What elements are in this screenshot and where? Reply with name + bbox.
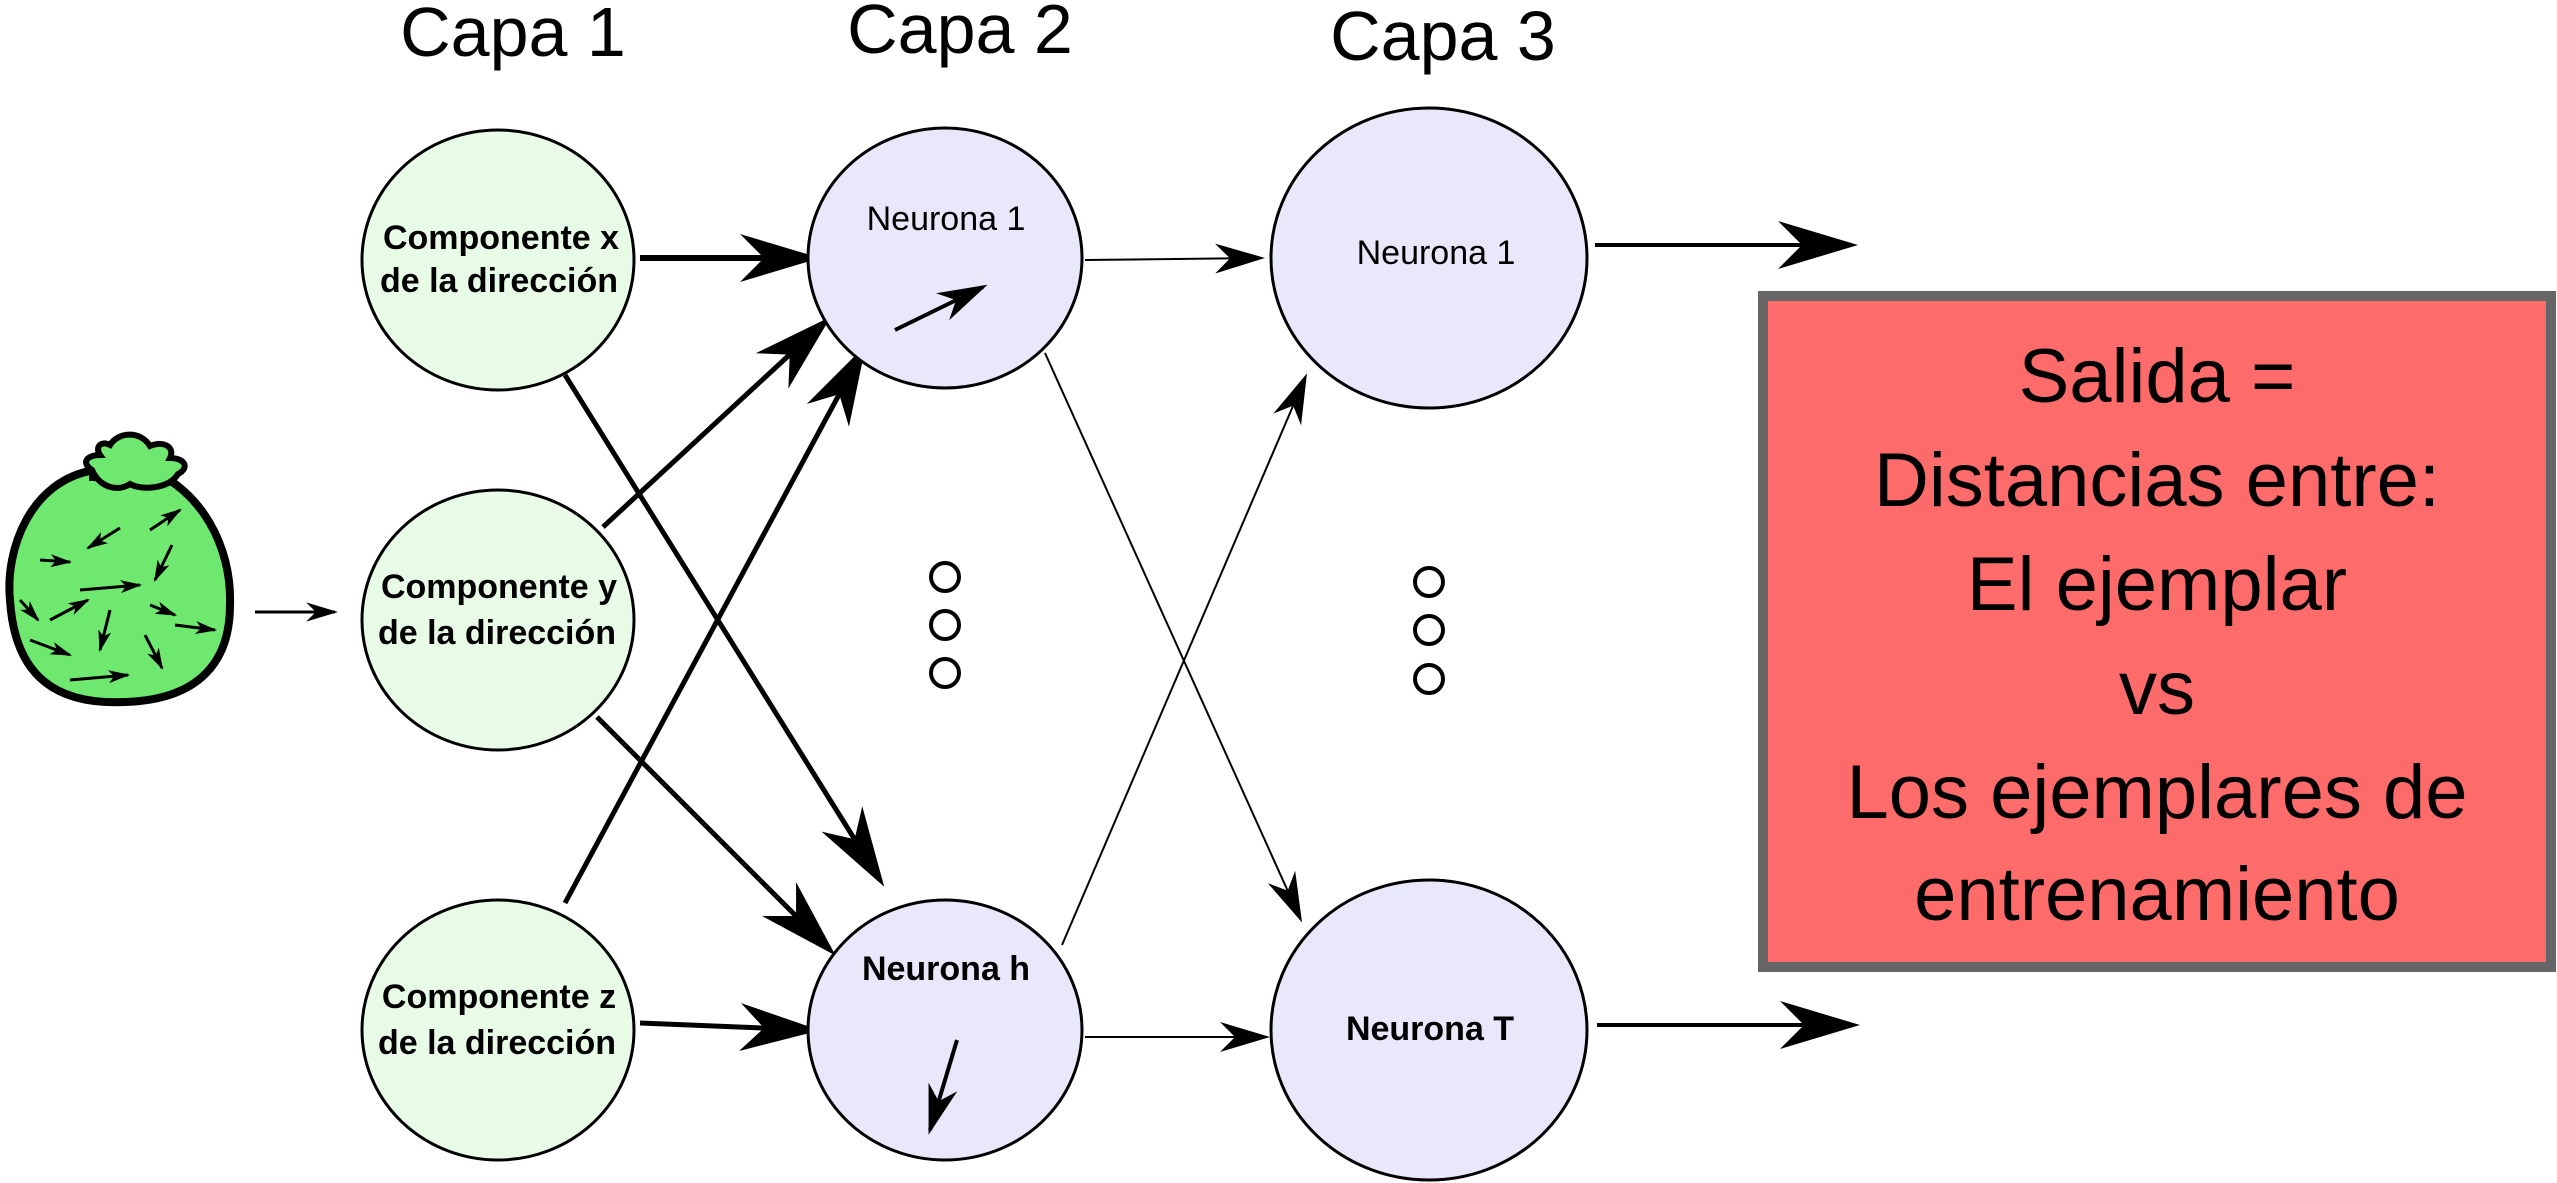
output-box: Salida = Distancias entre: El ejemplar v… <box>1758 291 2556 972</box>
input-node-label: Componente y <box>381 568 617 606</box>
weight-vector-icon <box>894 284 988 332</box>
output-box-line: entrenamiento <box>1914 852 2400 937</box>
output-neuron-label: Neurona T <box>1346 1010 1514 1048</box>
edge-y-to-n1 <box>601 316 831 529</box>
edge-z-to-n1 <box>562 344 866 905</box>
input-node-label: de la dirección <box>378 1024 616 1062</box>
output-box-line: Distancias entre: <box>1874 438 2440 523</box>
layer1-title: Capa 1 <box>400 0 626 71</box>
hidden-neuron-h: Neurona h <box>806 898 1084 1162</box>
bag-arrows-icon <box>18 508 218 684</box>
edge-z-to-nh <box>639 1003 820 1052</box>
edge-nh-to-o1 <box>1061 373 1307 946</box>
hidden-neuron-label: Neurona 1 <box>867 200 1026 238</box>
hidden-neuron-1: Neurona 1 <box>806 126 1084 390</box>
output-box-line: El ejemplar <box>1967 542 2347 627</box>
data-bag-icon <box>5 431 235 707</box>
input-node-x: Componente x de la dirección <box>360 128 636 392</box>
input-node-z: Componente z de la dirección <box>360 898 636 1162</box>
output-neuron-T: Neurona T <box>1269 878 1589 1182</box>
layer3-title: Capa 3 <box>1330 0 1556 75</box>
output-neuron-1: Neurona 1 <box>1269 106 1589 410</box>
input-node-label: de la dirección <box>378 614 616 652</box>
bag-top <box>83 431 188 491</box>
edge-x-to-nh <box>562 373 885 887</box>
hidden-neuron-label: Neurona h <box>862 950 1030 988</box>
edge-n1-to-oT <box>1044 352 1303 923</box>
edge-y-to-nh <box>595 715 836 956</box>
input-node-label: Componente z <box>382 978 616 1016</box>
output-box-line: vs <box>2119 646 2195 731</box>
output-ellipsis <box>1413 566 1445 695</box>
weight-vector-icon <box>928 1039 959 1135</box>
output-box-line: Salida = <box>2019 334 2296 419</box>
output-neuron-label: Neurona 1 <box>1357 234 1516 272</box>
input-node-y: Componente y de la dirección <box>360 488 636 752</box>
input-node-label: Componente x <box>383 219 619 257</box>
output-box-line: Los ejemplares de <box>1846 750 2467 835</box>
layer2-title: Capa 2 <box>847 0 1073 68</box>
edge-n1-to-o1 <box>1084 243 1265 274</box>
hidden-ellipsis <box>929 561 961 689</box>
input-node-label: de la dirección <box>380 262 618 300</box>
